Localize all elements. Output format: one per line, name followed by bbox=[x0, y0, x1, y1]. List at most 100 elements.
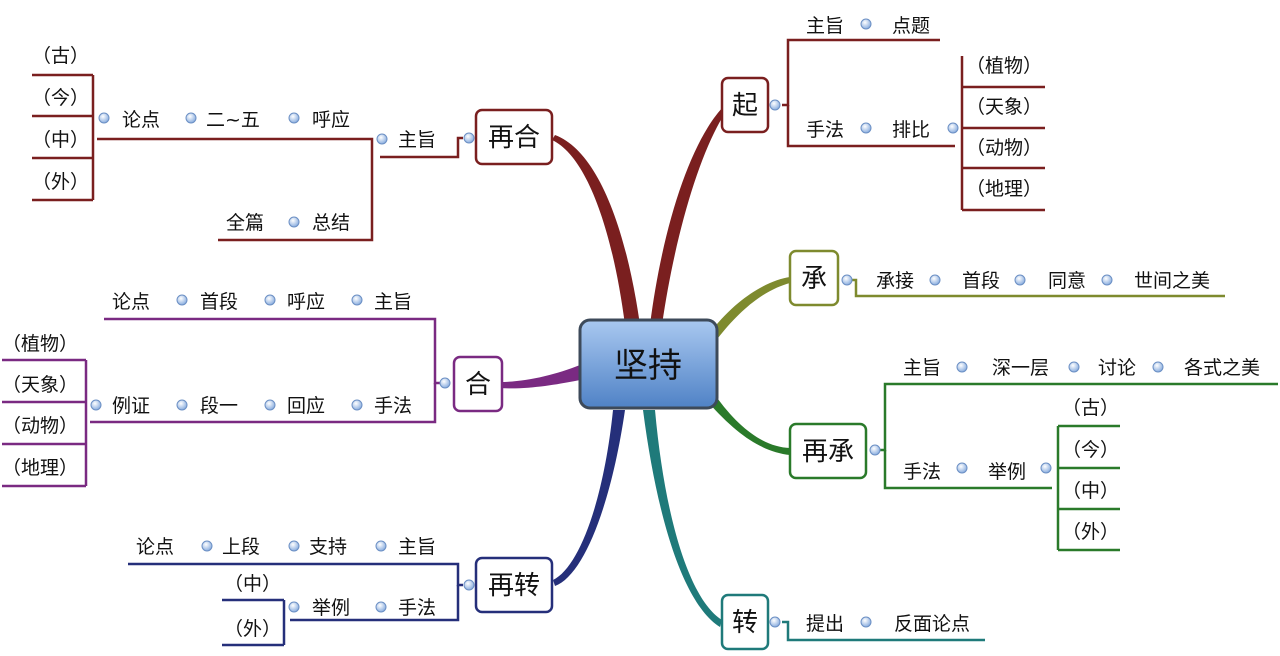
center-node[interactable]: 坚持 bbox=[578, 318, 719, 410]
branch-zhuan bbox=[643, 410, 722, 627]
zaicheng-item: （古） bbox=[1062, 397, 1119, 419]
he-top-item: 呼应 bbox=[287, 291, 325, 313]
node-zhuan[interactable]: 转 bbox=[720, 593, 770, 651]
branch-zaicheng bbox=[708, 395, 790, 455]
collapse-dot[interactable] bbox=[841, 274, 853, 286]
zaicheng-item: （外） bbox=[1062, 521, 1119, 543]
branch-qi bbox=[650, 105, 727, 325]
node-zaihe[interactable]: 再合 bbox=[474, 108, 554, 166]
qi-item: （天象） bbox=[966, 96, 1042, 118]
collapse-dot[interactable] bbox=[769, 99, 781, 111]
collapse-dot[interactable] bbox=[176, 294, 188, 306]
zaizhuan-bottom-item: 举例 bbox=[312, 597, 350, 619]
collapse-dot[interactable] bbox=[947, 122, 959, 134]
he-lines bbox=[2, 317, 440, 488]
zaicheng-shoufa: 手法 bbox=[903, 461, 941, 483]
zaihe-item: （中） bbox=[32, 129, 89, 151]
collapse-dot[interactable] bbox=[375, 601, 387, 613]
he-bottom-item: 回应 bbox=[287, 395, 325, 417]
zhuan-chain-item: 提出 bbox=[806, 613, 844, 635]
node-zaizhuan[interactable]: 再转 bbox=[474, 556, 554, 614]
node-zaicheng[interactable]: 再承 bbox=[788, 422, 868, 480]
collapse-dot[interactable] bbox=[176, 399, 188, 411]
zaizhuan-top-item: 论点 bbox=[136, 536, 174, 558]
he-item: （植物） bbox=[2, 333, 78, 355]
collapse-dot[interactable] bbox=[463, 579, 475, 591]
collapse-dot[interactable] bbox=[264, 399, 276, 411]
zaihe-zhuzhi: 主旨 bbox=[398, 129, 436, 151]
collapse-dot[interactable] bbox=[351, 294, 363, 306]
branch-cheng bbox=[712, 277, 790, 338]
collapse-dot[interactable] bbox=[1152, 361, 1164, 373]
collapse-dot[interactable] bbox=[869, 444, 881, 456]
branch-he bbox=[500, 365, 580, 389]
collapse-dot[interactable] bbox=[439, 377, 451, 389]
qi-paibi: 排比 bbox=[892, 119, 930, 141]
zaihe-lines bbox=[32, 73, 463, 242]
qi-item: （动物） bbox=[966, 137, 1042, 159]
zaicheng-top-item: 讨论 bbox=[1098, 357, 1136, 379]
qi-item: （植物） bbox=[966, 55, 1042, 77]
collapse-dot[interactable] bbox=[956, 361, 968, 373]
collapse-dot[interactable] bbox=[264, 294, 276, 306]
cheng-chain-item: 承接 bbox=[876, 270, 914, 292]
collapse-dot[interactable] bbox=[375, 540, 387, 552]
collapse-dot[interactable] bbox=[860, 122, 872, 134]
qi-shoufa: 手法 bbox=[806, 119, 844, 141]
cheng-chain-item: 同意 bbox=[1048, 270, 1086, 292]
collapse-dot[interactable] bbox=[288, 540, 300, 552]
collapse-dot[interactable] bbox=[769, 616, 781, 628]
he-bottom-item: 例证 bbox=[112, 395, 150, 417]
collapse-dot[interactable] bbox=[376, 133, 388, 145]
collapse-dot[interactable] bbox=[956, 462, 968, 474]
node-qi[interactable]: 起 bbox=[720, 76, 770, 134]
zaizhuan-top-item: 上段 bbox=[222, 536, 260, 558]
zaizhuan-top-item: 支持 bbox=[309, 536, 347, 558]
zaihe-quanpian: 全篇 bbox=[226, 212, 264, 234]
collapse-dot[interactable] bbox=[90, 399, 102, 411]
he-item: （天象） bbox=[2, 374, 78, 396]
collapse-dot[interactable] bbox=[860, 18, 872, 30]
collapse-dot[interactable] bbox=[860, 616, 872, 628]
node-zaizhuan-label: 再转 bbox=[488, 571, 540, 601]
zaizhuan-lines bbox=[128, 562, 463, 647]
zaihe-chain-item: 二~五 bbox=[206, 109, 260, 131]
he-item: （动物） bbox=[2, 415, 78, 437]
zaihe-item: （今） bbox=[32, 87, 89, 109]
collapse-dot[interactable] bbox=[929, 274, 941, 286]
cheng-chain-item: 世间之美 bbox=[1134, 270, 1210, 292]
collapse-dot[interactable] bbox=[1068, 361, 1080, 373]
branch-zaizhuan bbox=[553, 410, 625, 586]
node-cheng-label: 承 bbox=[801, 264, 827, 294]
cheng-lines bbox=[852, 278, 1225, 298]
zaicheng-lines bbox=[880, 382, 1278, 552]
node-zaihe-label: 再合 bbox=[488, 123, 540, 153]
zaihe-chain-item: 呼应 bbox=[312, 109, 350, 131]
collapse-dot[interactable] bbox=[351, 399, 363, 411]
collapse-dot[interactable] bbox=[463, 132, 475, 144]
zaihe-item: （古） bbox=[32, 45, 89, 67]
zaicheng-top-item: 各式之美 bbox=[1184, 357, 1260, 379]
zaizhuan-bottom-item: 手法 bbox=[398, 597, 436, 619]
zaihe-zongjie: 总结 bbox=[312, 212, 350, 234]
collapse-dot[interactable] bbox=[1101, 274, 1113, 286]
collapse-dot[interactable] bbox=[288, 601, 300, 613]
collapse-dot[interactable] bbox=[201, 540, 213, 552]
collapse-dot[interactable] bbox=[1014, 274, 1026, 286]
collapse-dot[interactable] bbox=[185, 112, 197, 124]
he-top-item: 论点 bbox=[112, 291, 150, 313]
node-he[interactable]: 合 bbox=[452, 355, 504, 413]
zaicheng-item: （中） bbox=[1062, 480, 1119, 502]
collapse-dot[interactable] bbox=[1040, 462, 1052, 474]
qi-lines bbox=[782, 38, 1045, 212]
branch-zaihe bbox=[552, 135, 640, 325]
he-item: （地理） bbox=[2, 457, 78, 479]
collapse-dot[interactable] bbox=[98, 112, 110, 124]
collapse-dot[interactable] bbox=[288, 216, 300, 228]
he-bottom-item: 手法 bbox=[374, 395, 412, 417]
collapse-dot[interactable] bbox=[288, 112, 300, 124]
node-cheng[interactable]: 承 bbox=[788, 249, 840, 307]
zaihe-item: （外） bbox=[32, 171, 89, 193]
zaizhuan-item: （中） bbox=[224, 573, 281, 595]
